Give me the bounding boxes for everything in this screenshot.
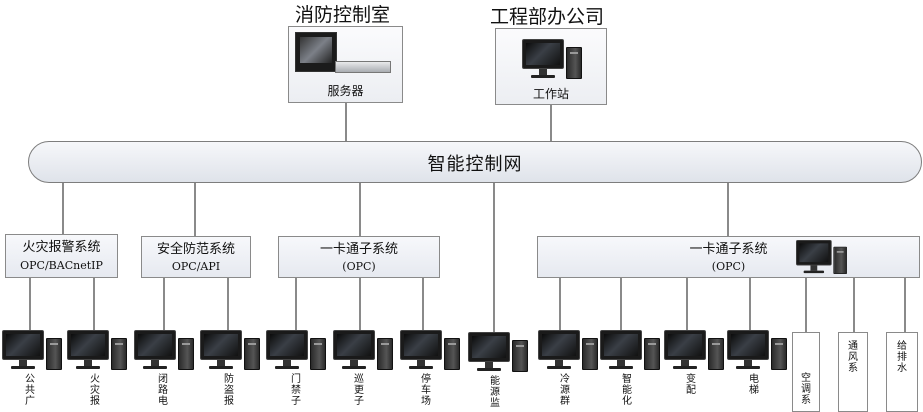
endpoint-label: 电梯 — [749, 374, 759, 396]
intelligent-control-network-bus[interactable]: 智能控制网 — [28, 141, 922, 183]
server-caption: 服务器 — [327, 84, 364, 98]
endpoint-label: 门禁子 — [291, 374, 301, 407]
card-system-box-2[interactable]: 一卡通子系统 (OPC) — [537, 236, 920, 278]
endpoint-label: 防盗报 — [224, 374, 234, 407]
computer-icon — [538, 330, 600, 372]
server-computer-icon — [295, 32, 337, 72]
subsystem-title: 一卡通子系统 — [319, 242, 398, 257]
endpoint-label: 巡更子 — [354, 374, 364, 407]
subsystem-title: 火灾报警系统 — [22, 240, 101, 255]
side-box-label: 给排水 — [897, 341, 907, 374]
subsystem-protocol: OPC/API — [171, 260, 221, 273]
endpoint-label: 公共广 — [25, 374, 35, 407]
computer-icon — [664, 330, 726, 372]
computer-icon — [134, 330, 196, 372]
computer-icon — [468, 332, 530, 374]
subsystem-protocol: (OPC) — [711, 260, 746, 273]
computer-icon — [67, 330, 129, 372]
computer-icon — [727, 330, 789, 372]
ventilation-system-box[interactable]: 通风系 — [838, 332, 868, 412]
computer-icon — [400, 330, 462, 372]
subsystem-title: 一卡通子系统 — [689, 242, 768, 257]
computer-icon — [2, 330, 64, 372]
water-supply-drainage-box[interactable]: 给排水 — [886, 332, 918, 412]
subsystem-title: 安全防范系统 — [156, 242, 235, 257]
endpoint-label: 冷源群 — [560, 374, 570, 407]
side-box-label: 空调系 — [801, 373, 811, 406]
endpoint-label: 停车场 — [421, 374, 431, 407]
computer-icon — [600, 330, 662, 372]
subsystem-protocol: OPC/BACnetIP — [20, 259, 103, 272]
network-diagram: 消防控制室 服务器 工程部办公司 工作站 智能控制网 火灾报警系统 OPC/BA… — [2, 4, 922, 412]
card-system-box-1[interactable]: 一卡通子系统 (OPC) — [278, 236, 440, 278]
security-system-box[interactable]: 安全防范系统 OPC/API — [141, 236, 251, 278]
server-rack-icon — [335, 61, 391, 73]
server-node[interactable]: 服务器 — [288, 26, 403, 103]
computer-icon — [796, 240, 849, 276]
endpoint-label: 闭路电 — [158, 374, 168, 407]
engineering-office-title: 工程部办公司 — [490, 6, 605, 28]
computer-icon — [266, 330, 328, 372]
connector-lines — [29, 103, 906, 332]
endpoint-label: 火灾报 — [90, 374, 100, 407]
subsystem-protocol: (OPC) — [342, 260, 376, 273]
workstation-caption: 工作站 — [532, 87, 569, 101]
hvac-system-box[interactable]: 空调系 — [792, 332, 820, 412]
computer-icon — [200, 330, 262, 372]
endpoint-label: 能源监 — [490, 376, 500, 409]
workstation-computer-icon — [522, 39, 584, 81]
computer-icon — [333, 330, 395, 372]
side-box-label: 通风系 — [848, 341, 858, 374]
workstation-node[interactable]: 工作站 — [495, 28, 607, 105]
endpoint-label: 智能化 — [622, 374, 632, 407]
network-bus-label: 智能控制网 — [427, 154, 523, 175]
fire-alarm-system-box[interactable]: 火灾报警系统 OPC/BACnetIP — [5, 234, 118, 278]
endpoint-label: 变配 — [686, 374, 696, 396]
fire-control-room-title: 消防控制室 — [295, 4, 391, 26]
